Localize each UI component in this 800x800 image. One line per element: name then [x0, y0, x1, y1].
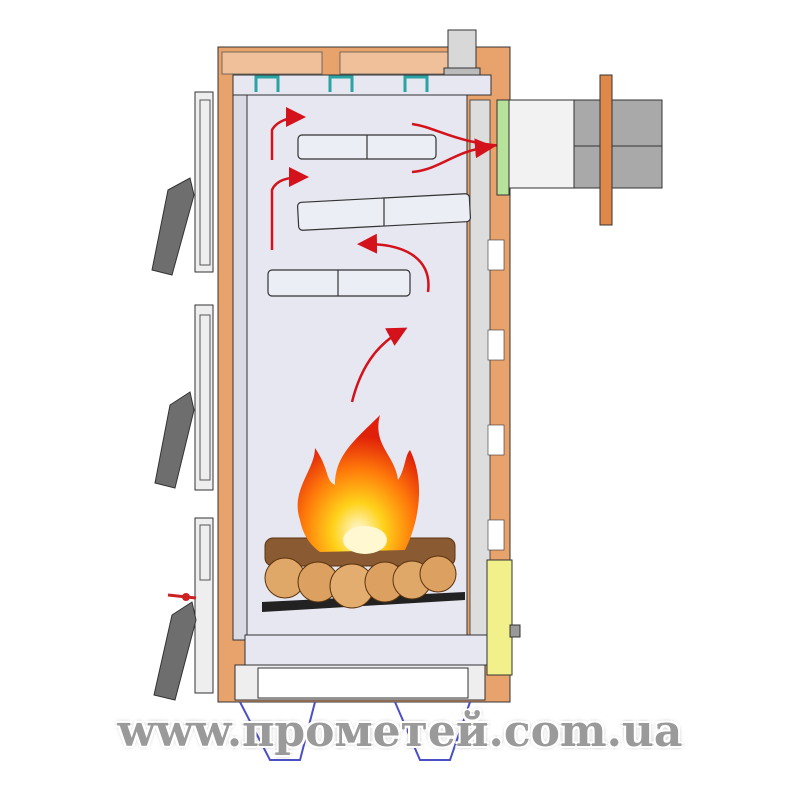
flue-outlet	[496, 74, 663, 226]
legs	[239, 701, 471, 761]
damper-handle	[599, 74, 613, 226]
front-doors	[194, 91, 214, 694]
watermark-text: www.прометей.com.ua	[117, 706, 683, 757]
insulation-strip	[469, 99, 505, 641]
fire-flame	[297, 415, 420, 554]
top-pipe	[443, 29, 481, 77]
heat-exchanger-baffles	[267, 134, 472, 297]
air-regulator	[167, 593, 197, 601]
control-box	[486, 559, 521, 676]
door-handles	[151, 177, 197, 701]
lifting-hooks	[254, 75, 429, 92]
